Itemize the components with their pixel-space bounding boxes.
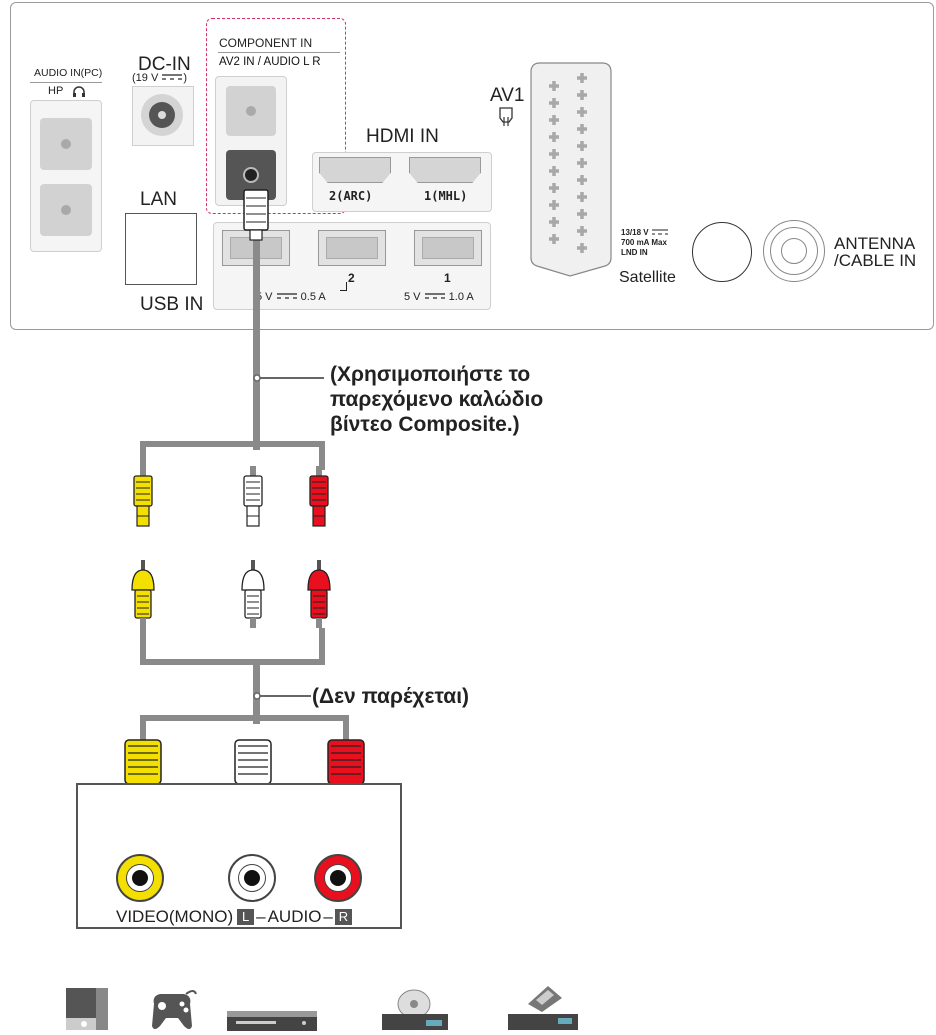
usb-2-label: 2 — [348, 271, 355, 285]
scart-pin — [549, 217, 559, 227]
split-bracket-bottom — [140, 628, 325, 665]
scart-pin — [577, 192, 587, 202]
dc-symbol-icon — [276, 293, 297, 299]
scart-pin — [549, 234, 559, 244]
scart-pin — [577, 107, 587, 117]
scart-pin — [577, 175, 587, 185]
device-jack-labels: VIDEO(MONO) L – AUDIO – R — [116, 908, 352, 925]
scart-pin — [577, 158, 587, 168]
dc-in-port[interactable] — [141, 94, 183, 136]
dash-separator: – — [323, 907, 333, 926]
usb-2-rating: 5 V 0.5 A — [256, 291, 326, 303]
scart-pin — [577, 141, 587, 151]
component-av2-highlight — [206, 18, 346, 214]
usb-in-label: USB IN — [140, 294, 204, 315]
hp-port[interactable] — [40, 184, 92, 236]
audio-l-small-plug-upper — [243, 466, 263, 527]
av2-composite-plug — [243, 189, 269, 241]
av1-label: AV1 — [490, 85, 525, 106]
dc-symbol-icon — [424, 293, 445, 299]
hdmi-1-port[interactable] — [409, 157, 481, 183]
scart-pin — [549, 115, 559, 125]
jack-hole — [61, 205, 71, 215]
audio-r-jack[interactable] — [314, 854, 362, 902]
scart-pin — [577, 243, 587, 253]
lan-label: LAN — [140, 189, 177, 210]
scart-pin — [549, 98, 559, 108]
usb-1-rating: 5 V 1.0 A — [404, 291, 474, 303]
divider — [218, 52, 340, 53]
dc-voltage-label: (19 V ) — [132, 72, 188, 84]
hdmi-in-label: HDMI IN — [366, 126, 439, 147]
audio-r-badge: R — [334, 908, 352, 925]
scart-pin — [549, 200, 559, 210]
scart-pin — [577, 226, 587, 236]
audio-in-pc-port[interactable] — [40, 118, 92, 170]
audio-label: AUDIO — [267, 907, 322, 926]
scart-pin — [577, 73, 587, 83]
dash-separator: – — [256, 907, 266, 926]
hdmi-2-label: 2(ARC) — [329, 189, 373, 203]
component-port[interactable] — [226, 86, 276, 136]
audio-l-jack[interactable] — [228, 854, 276, 902]
headphones-icon — [71, 84, 87, 103]
audio-l-small-plug-lower — [241, 560, 265, 628]
set-top-box-icon — [508, 986, 578, 1030]
audio-r-small-plug-upper — [309, 466, 329, 527]
usb-1-label: 1 — [444, 271, 451, 285]
split-bracket-top — [140, 441, 325, 470]
scart-icon — [498, 106, 514, 133]
video-small-plug-upper — [133, 466, 153, 527]
scart-pin — [549, 166, 559, 176]
dc-symbol-icon — [651, 229, 668, 235]
antenna-label: ANTENNA /CABLE IN — [834, 234, 917, 270]
jack-hole — [61, 139, 71, 149]
usb-1-port[interactable] — [414, 230, 482, 266]
camcorder-icon — [66, 988, 108, 1030]
av2-in-label: AV2 IN / AUDIO L R — [219, 56, 321, 68]
scart-pin — [577, 90, 587, 100]
dc-in-label: DC-IN — [138, 54, 191, 75]
not-supplied-note: (Δεν παρέχεται) — [312, 685, 470, 708]
divider — [30, 82, 102, 83]
scart-pin — [549, 81, 559, 91]
scart-pin — [577, 209, 587, 219]
gamepad-icon — [152, 990, 197, 1029]
scart-pin — [549, 132, 559, 142]
component-in-label: COMPONENT IN — [219, 36, 313, 50]
scart-pin — [549, 183, 559, 193]
video-mono-label: VIDEO(MONO) — [116, 907, 234, 926]
usb-2-port[interactable] — [318, 230, 386, 266]
hdmi-1-label: 1(MHL) — [424, 189, 468, 203]
video-small-plug-lower — [131, 560, 155, 628]
vcr-icon — [227, 1011, 317, 1031]
satellite-port[interactable] — [692, 222, 752, 282]
scart-pin — [549, 149, 559, 159]
dc-symbol-icon — [162, 74, 183, 80]
hp-label: HP — [48, 85, 64, 97]
audio-in-pc-label: AUDIO IN(PC) — [34, 67, 103, 79]
dvd-player-icon — [382, 989, 448, 1030]
scart-pin — [577, 124, 587, 134]
satellite-label: Satellite — [619, 269, 676, 286]
antenna-port[interactable] — [763, 220, 825, 282]
audio-r-small-plug-lower — [307, 560, 331, 628]
trunk-cable — [253, 210, 260, 450]
supplied-cable-note: (Χρησιμοποιήστε το παρεχόμενο καλώδιο βί… — [330, 363, 544, 436]
hdmi-2-port[interactable] — [319, 157, 391, 183]
lan-port[interactable] — [125, 213, 197, 285]
bracket-mark — [340, 282, 347, 291]
split-bracket-lower — [140, 715, 349, 748]
audio-l-badge: L — [237, 908, 255, 925]
video-jack[interactable] — [116, 854, 164, 902]
satellite-spec: 13/18 V 700 mA Max LND IN — [621, 228, 668, 257]
av1-scart-port[interactable] — [530, 62, 612, 278]
